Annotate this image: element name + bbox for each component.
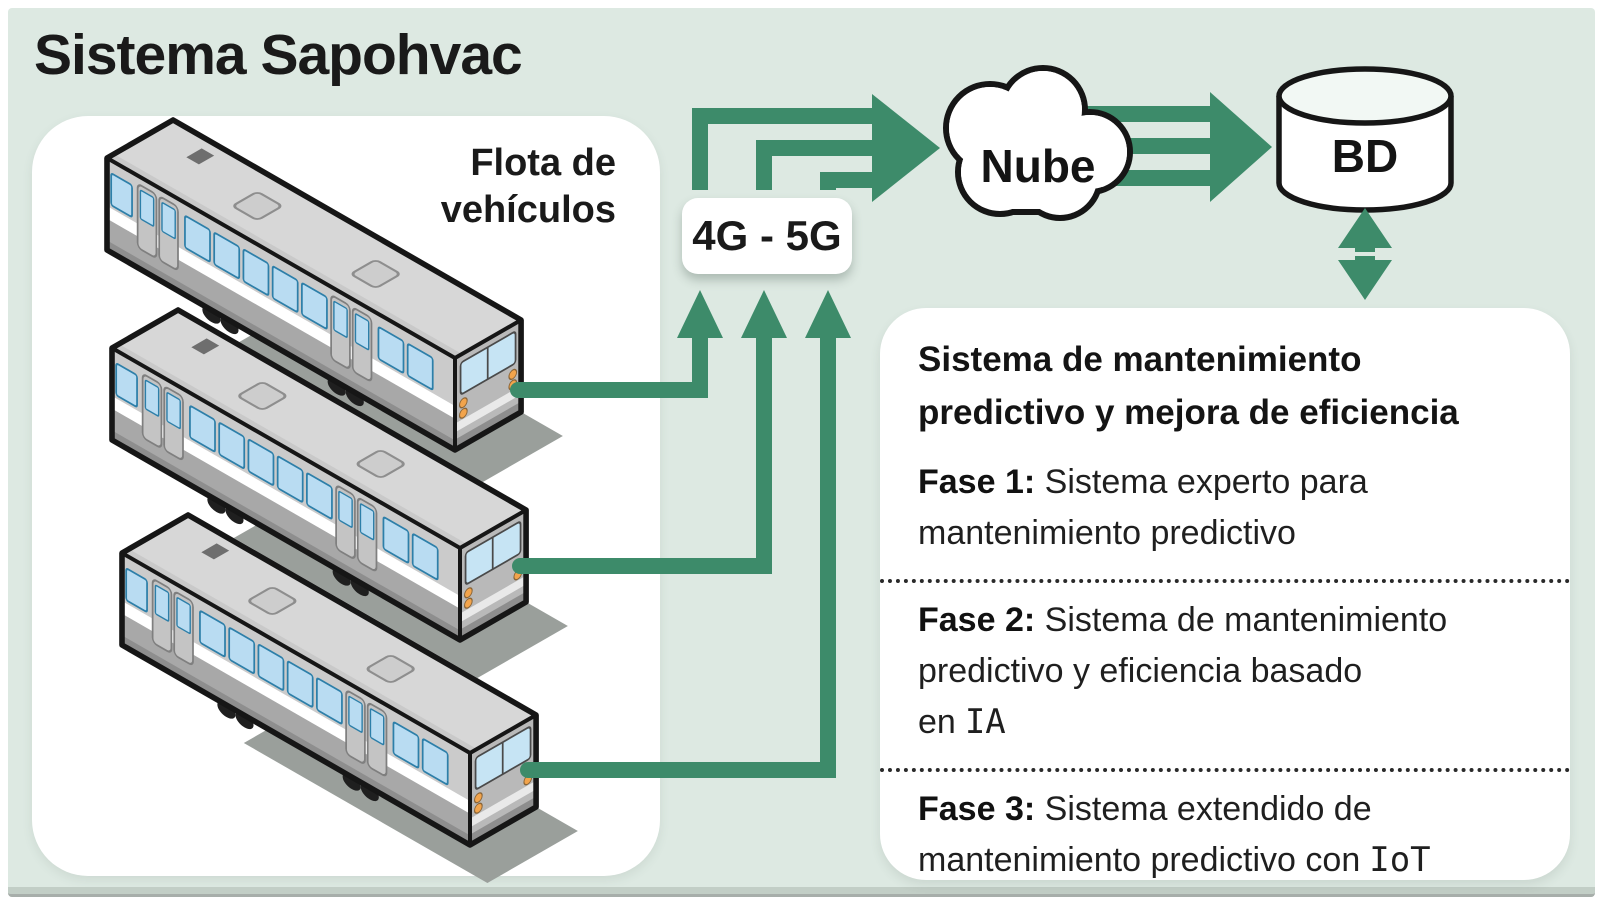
network-4g5g-box: 4G - 5G — [682, 198, 852, 274]
uplink-arrowhead-3 — [805, 290, 851, 338]
database-cylinder-icon: BD — [1276, 66, 1454, 213]
network-to-cloud-arrow — [692, 94, 940, 202]
page-title: Sistema Sapohvac — [34, 23, 523, 87]
phase-3-suffix: IoT — [1369, 840, 1431, 880]
uplink-arrowhead-2 — [741, 290, 787, 338]
sync-arrow-up — [1338, 208, 1392, 252]
phase-1: Fase 1: Sistema experto para mantenimien… — [880, 445, 1570, 579]
phase-2-text: Sistema de mantenimiento predictivo y ef… — [918, 601, 1448, 741]
phase-1-text: Sistema experto para mantenimiento predi… — [918, 463, 1368, 552]
double-vertical-arrow — [1338, 208, 1392, 300]
nested-arrow-middle — [756, 140, 874, 190]
cloud-label: Nube — [981, 140, 1096, 192]
phase-1-label: Fase 1: — [918, 463, 1036, 501]
maintenance-panel-heading: Sistema de mantenimiento predictivo y me… — [918, 340, 1459, 432]
phase-3-label: Fase 3: — [918, 790, 1036, 828]
cloud-icon: Nube — [943, 65, 1133, 221]
phase-2-suffix: IA — [964, 702, 1006, 742]
uplink-line-1 — [510, 326, 708, 398]
nested-arrow-outer — [692, 108, 874, 190]
uplink-line-3 — [520, 326, 836, 778]
sync-arrow-down — [1338, 256, 1392, 300]
uplink-line-2 — [512, 326, 772, 574]
phase-2: Fase 2: Sistema de mantenimiento predict… — [880, 579, 1570, 768]
fleet-label: Flota de vehículos — [440, 142, 616, 232]
phase-3-text: Sistema extendido de mantenimiento predi… — [918, 790, 1372, 879]
phase-2-label: Fase 2: — [918, 601, 1036, 639]
cloud-arrowhead — [872, 94, 940, 202]
db-arrowhead — [1210, 92, 1272, 202]
bottom-edge-strip — [8, 887, 1595, 897]
uplink-arrowhead-1 — [677, 290, 723, 338]
network-4g5g-label: 4G - 5G — [692, 212, 842, 259]
uplink-arrows — [510, 290, 851, 778]
database-label: BD — [1332, 130, 1398, 182]
phase-3: Fase 3: Sistema extendido de mantenimien… — [880, 768, 1570, 880]
nested-arrow-inner — [820, 172, 874, 190]
maintenance-panel: Sistema de mantenimiento predictivo y me… — [880, 308, 1570, 880]
